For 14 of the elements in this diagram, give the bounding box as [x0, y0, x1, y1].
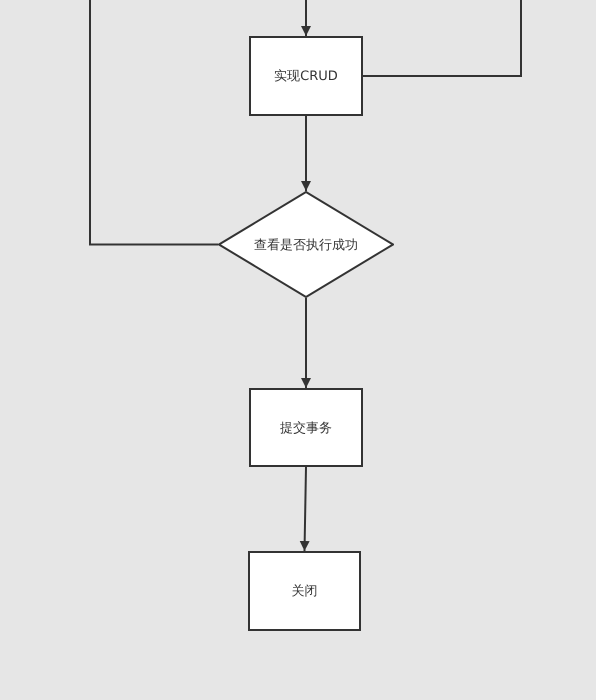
node-label: 关闭: [292, 583, 318, 600]
connector-line: [363, 0, 522, 77]
node-label: 实现CRUD: [274, 68, 338, 85]
node-label: 提交事务: [280, 420, 332, 436]
arrow: [301, 116, 311, 191]
node-label: 查看是否执行成功: [254, 236, 358, 254]
arrow: [301, 298, 311, 388]
process-box: [249, 36, 363, 116]
arrow: [300, 466, 310, 552]
decision-diamond: [218, 191, 394, 298]
process-box: [248, 551, 361, 631]
connector-line: [89, 0, 218, 246]
arrow: [301, 0, 311, 36]
process-box: [249, 388, 363, 467]
